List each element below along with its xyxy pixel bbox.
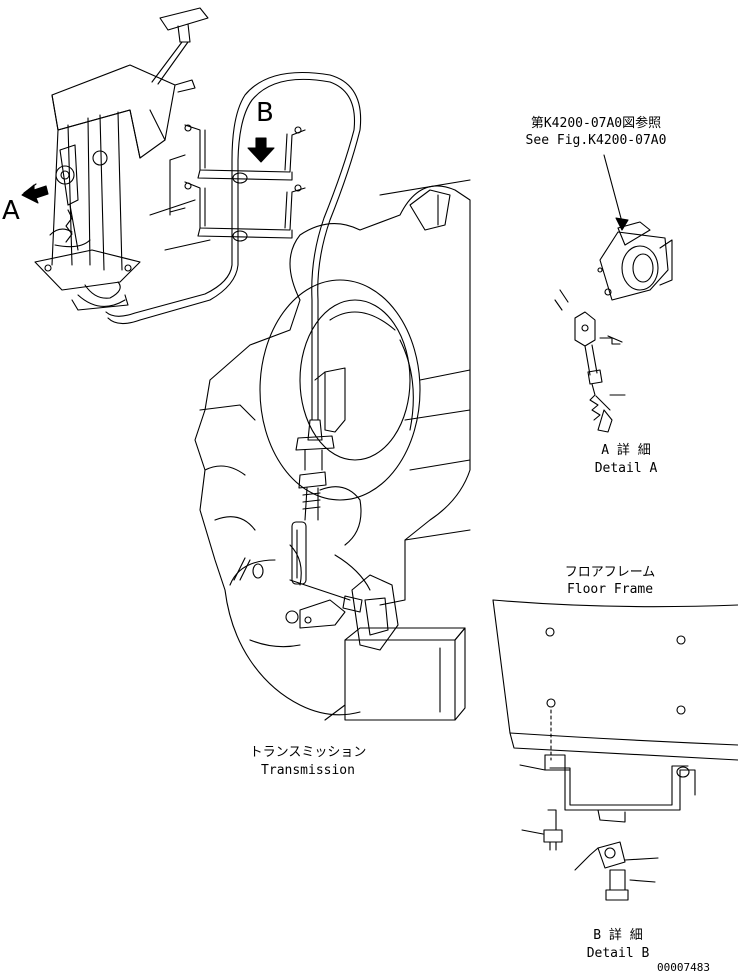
drawing-number: 00007483 (657, 961, 710, 974)
view-a-label: A (2, 196, 20, 226)
arrow-b (248, 138, 274, 162)
arrow-a (22, 184, 48, 203)
control-cable (106, 73, 361, 585)
see-fig-en-label: See Fig.K4200-07A0 (525, 133, 667, 148)
detail-b-en-label: Detail B (586, 946, 650, 961)
cable-bracket-b (170, 125, 305, 241)
detail-a-en-label: Detail A (594, 461, 658, 476)
detail-b-jp-label: B 詳 細 (593, 928, 643, 943)
detail-a-jp-label: A 詳 細 (601, 443, 651, 458)
transmission-en-label: Transmission (261, 763, 355, 778)
transmission-jp-label: トランスミッション (249, 745, 367, 760)
floor-frame-en-label: Floor Frame (566, 582, 654, 597)
shift-lever-assembly (35, 8, 208, 310)
see-fig-jp-label: 第K4200-07A0図参照 (530, 116, 662, 131)
transmission-drawing (150, 180, 470, 720)
view-b-label: B (256, 98, 274, 128)
floor-frame-jp-label: フロアフレーム (564, 565, 656, 580)
detail-a-drawing (555, 155, 672, 432)
detail-b-drawing (493, 600, 738, 900)
